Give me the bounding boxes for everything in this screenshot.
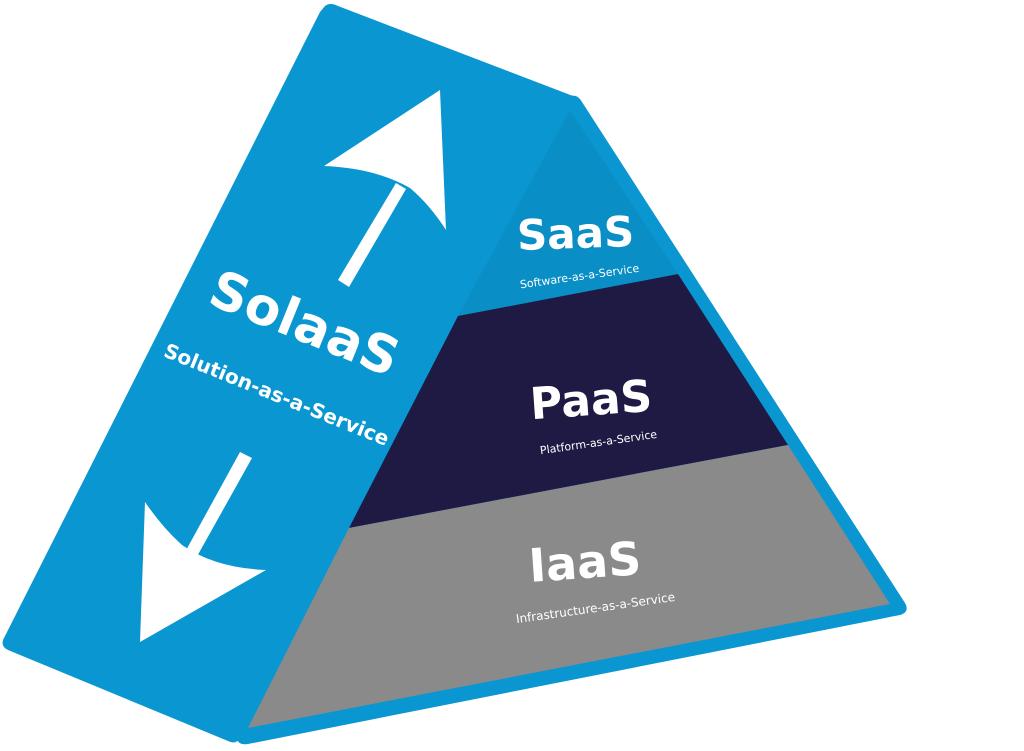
arrow-down-icon: [140, 452, 266, 642]
arrow-up-icon: [324, 90, 446, 287]
saas-tier: [458, 110, 678, 316]
iaas-title: IaaS: [527, 531, 643, 593]
saas-title: SaaS: [516, 207, 635, 260]
paas-title: PaaS: [528, 371, 653, 430]
paas-tier: [349, 274, 788, 528]
iaas-tier: [248, 445, 890, 728]
